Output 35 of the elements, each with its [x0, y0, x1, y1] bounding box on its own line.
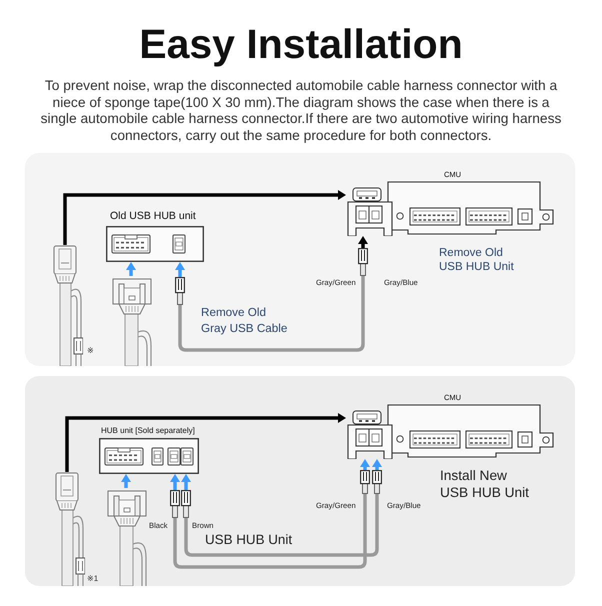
- arrow: [121, 474, 131, 488]
- harness-connector: [55, 472, 85, 586]
- usb-plug: [360, 470, 370, 494]
- footnote-mark: ※1: [87, 574, 98, 584]
- cable: [184, 494, 379, 557]
- arrow: [126, 262, 136, 276]
- footnote-mark: ※: [87, 346, 94, 356]
- page-title: Easy Installation: [139, 20, 463, 68]
- harness-connector: [53, 245, 83, 366]
- arrow: [170, 474, 180, 490]
- hub-unit: [99, 426, 199, 474]
- cable-note: USB HUB Unit: [205, 532, 292, 548]
- arrow: [372, 459, 382, 470]
- harness-plug: [112, 276, 152, 366]
- step-note: Remove Old Gray USB Cable: [201, 305, 288, 337]
- usb-plug: [181, 490, 191, 518]
- step-note: Install New USB HUB Unit: [440, 468, 530, 501]
- unit-label: HUB unit [Sold separately]: [101, 426, 195, 436]
- arrow: [181, 474, 191, 490]
- hub-unit: [106, 210, 204, 262]
- arrow: [63, 190, 346, 245]
- usb-plug: [170, 490, 180, 518]
- harness-plug: [107, 488, 147, 586]
- unit-label: Old USB HUB unit: [110, 210, 196, 223]
- cable: [173, 494, 367, 569]
- usb-plug: [372, 470, 382, 494]
- cable: [178, 276, 365, 352]
- arrow: [360, 459, 370, 470]
- usb-plug: [358, 248, 368, 276]
- instruction-text: To prevent noise, wrap the disconnected automobile cable harness connector with a niece of sponge tape(100 X 30 mm).The diagram shows the case when there is a single automobile cable harness connector.If there are two automotive wiring harness connectors, carry out the same procedure for both connectors.: [40, 78, 562, 144]
- arrow: [175, 262, 185, 277]
- arrow: [65, 413, 346, 472]
- arrow: [358, 236, 368, 248]
- usb-plug: [175, 277, 185, 305]
- step-note: Remove Old USB HUB Unit: [439, 246, 515, 274]
